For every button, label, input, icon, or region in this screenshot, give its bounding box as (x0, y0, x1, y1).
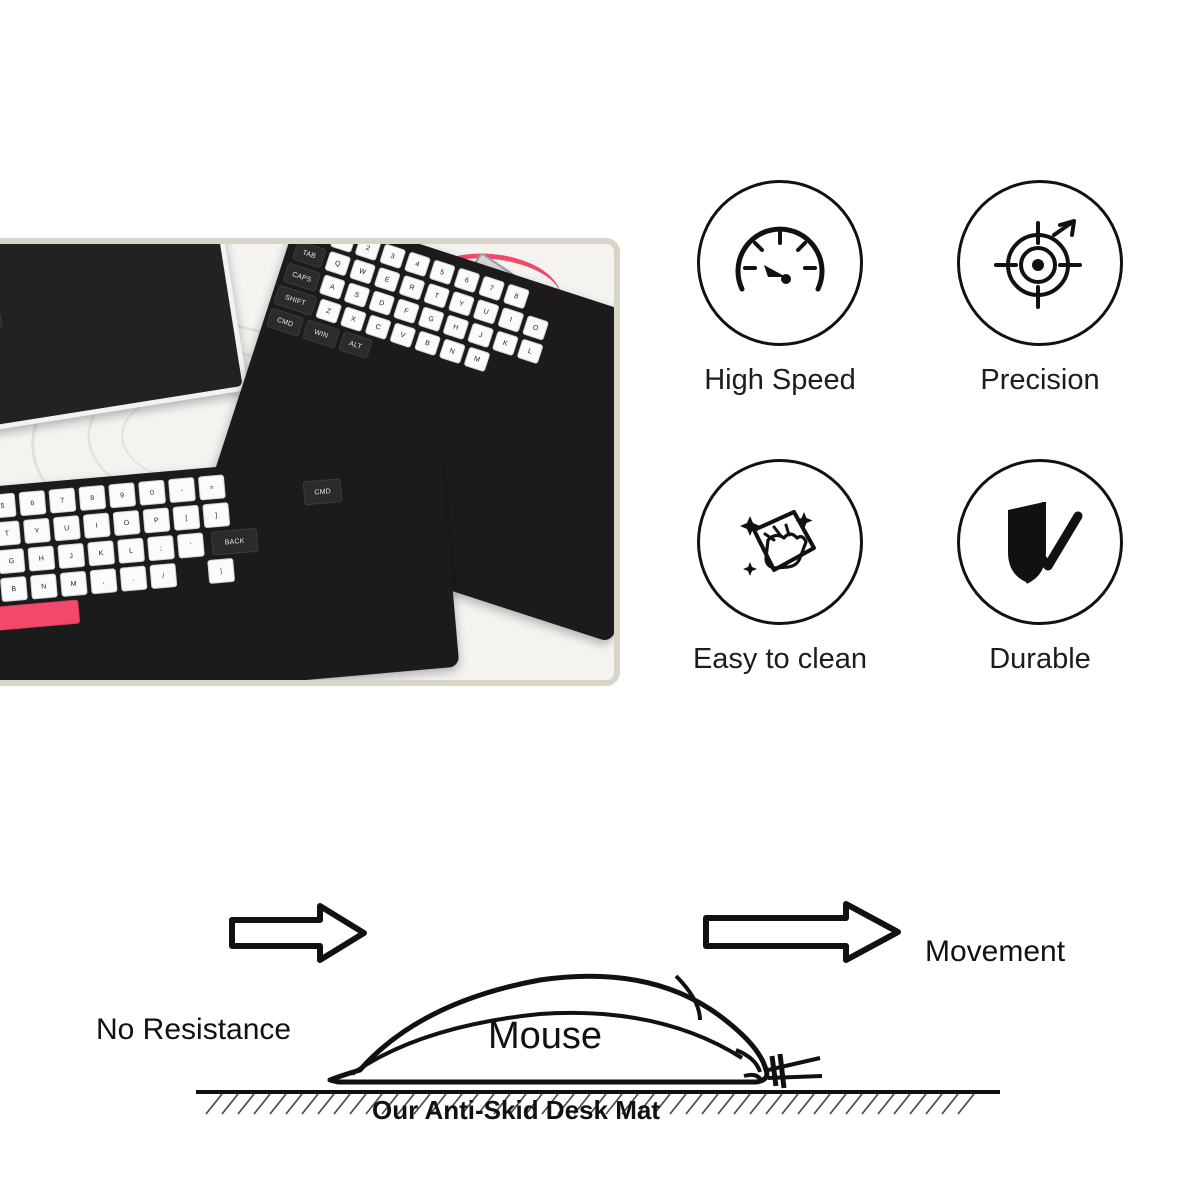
desk-mat-caption: Our Anti-Skid Desk Mat (372, 1095, 660, 1125)
feature-icon-circle (697, 180, 863, 346)
feature-label: Precision (980, 364, 1100, 396)
feature-label: High Speed (704, 364, 856, 396)
crosshair-target-icon (994, 219, 1082, 309)
feature-label: Durable (989, 643, 1091, 675)
keyboard-light-bottom: 👾 1 2 3 4 5 6 7 8 9 0 - = TAB Q W E R T … (0, 447, 460, 680)
desk-mat-surface (196, 1090, 1000, 1115)
product-photo: + × # L . | SHIFT CMD WIN ALT FN 👾 1 2 3… (0, 238, 620, 686)
no-resistance-label: No Resistance (96, 1013, 292, 1046)
mouse-movement-diagram (196, 901, 1000, 1115)
no-resistance-arrow-icon (229, 903, 367, 963)
desk-mat: + × # L . | SHIFT CMD WIN ALT FN 👾 1 2 3… (0, 238, 620, 686)
feature-easy-to-clean: Easy to clean (660, 459, 900, 676)
shield-check-icon (1008, 502, 1083, 584)
feature-icon-circle (697, 459, 863, 625)
mouse-label: Mouse (488, 1015, 603, 1057)
feature-icon-circle (957, 459, 1123, 625)
feature-high-speed: High Speed (660, 180, 900, 397)
mouse-illustration (327, 973, 823, 1089)
movement-label: Movement (925, 935, 1066, 968)
feature-label: Easy to clean (692, 643, 868, 675)
feature-precision: Precision (920, 180, 1160, 397)
wiping-hand-sparkle-icon (740, 510, 816, 576)
feature-icon-circle (957, 180, 1123, 346)
feature-durable: Durable (920, 459, 1160, 676)
movement-arrow-icon (703, 901, 901, 963)
features-grid: High Speed Precision (660, 180, 1160, 676)
speedometer-icon (735, 226, 825, 292)
